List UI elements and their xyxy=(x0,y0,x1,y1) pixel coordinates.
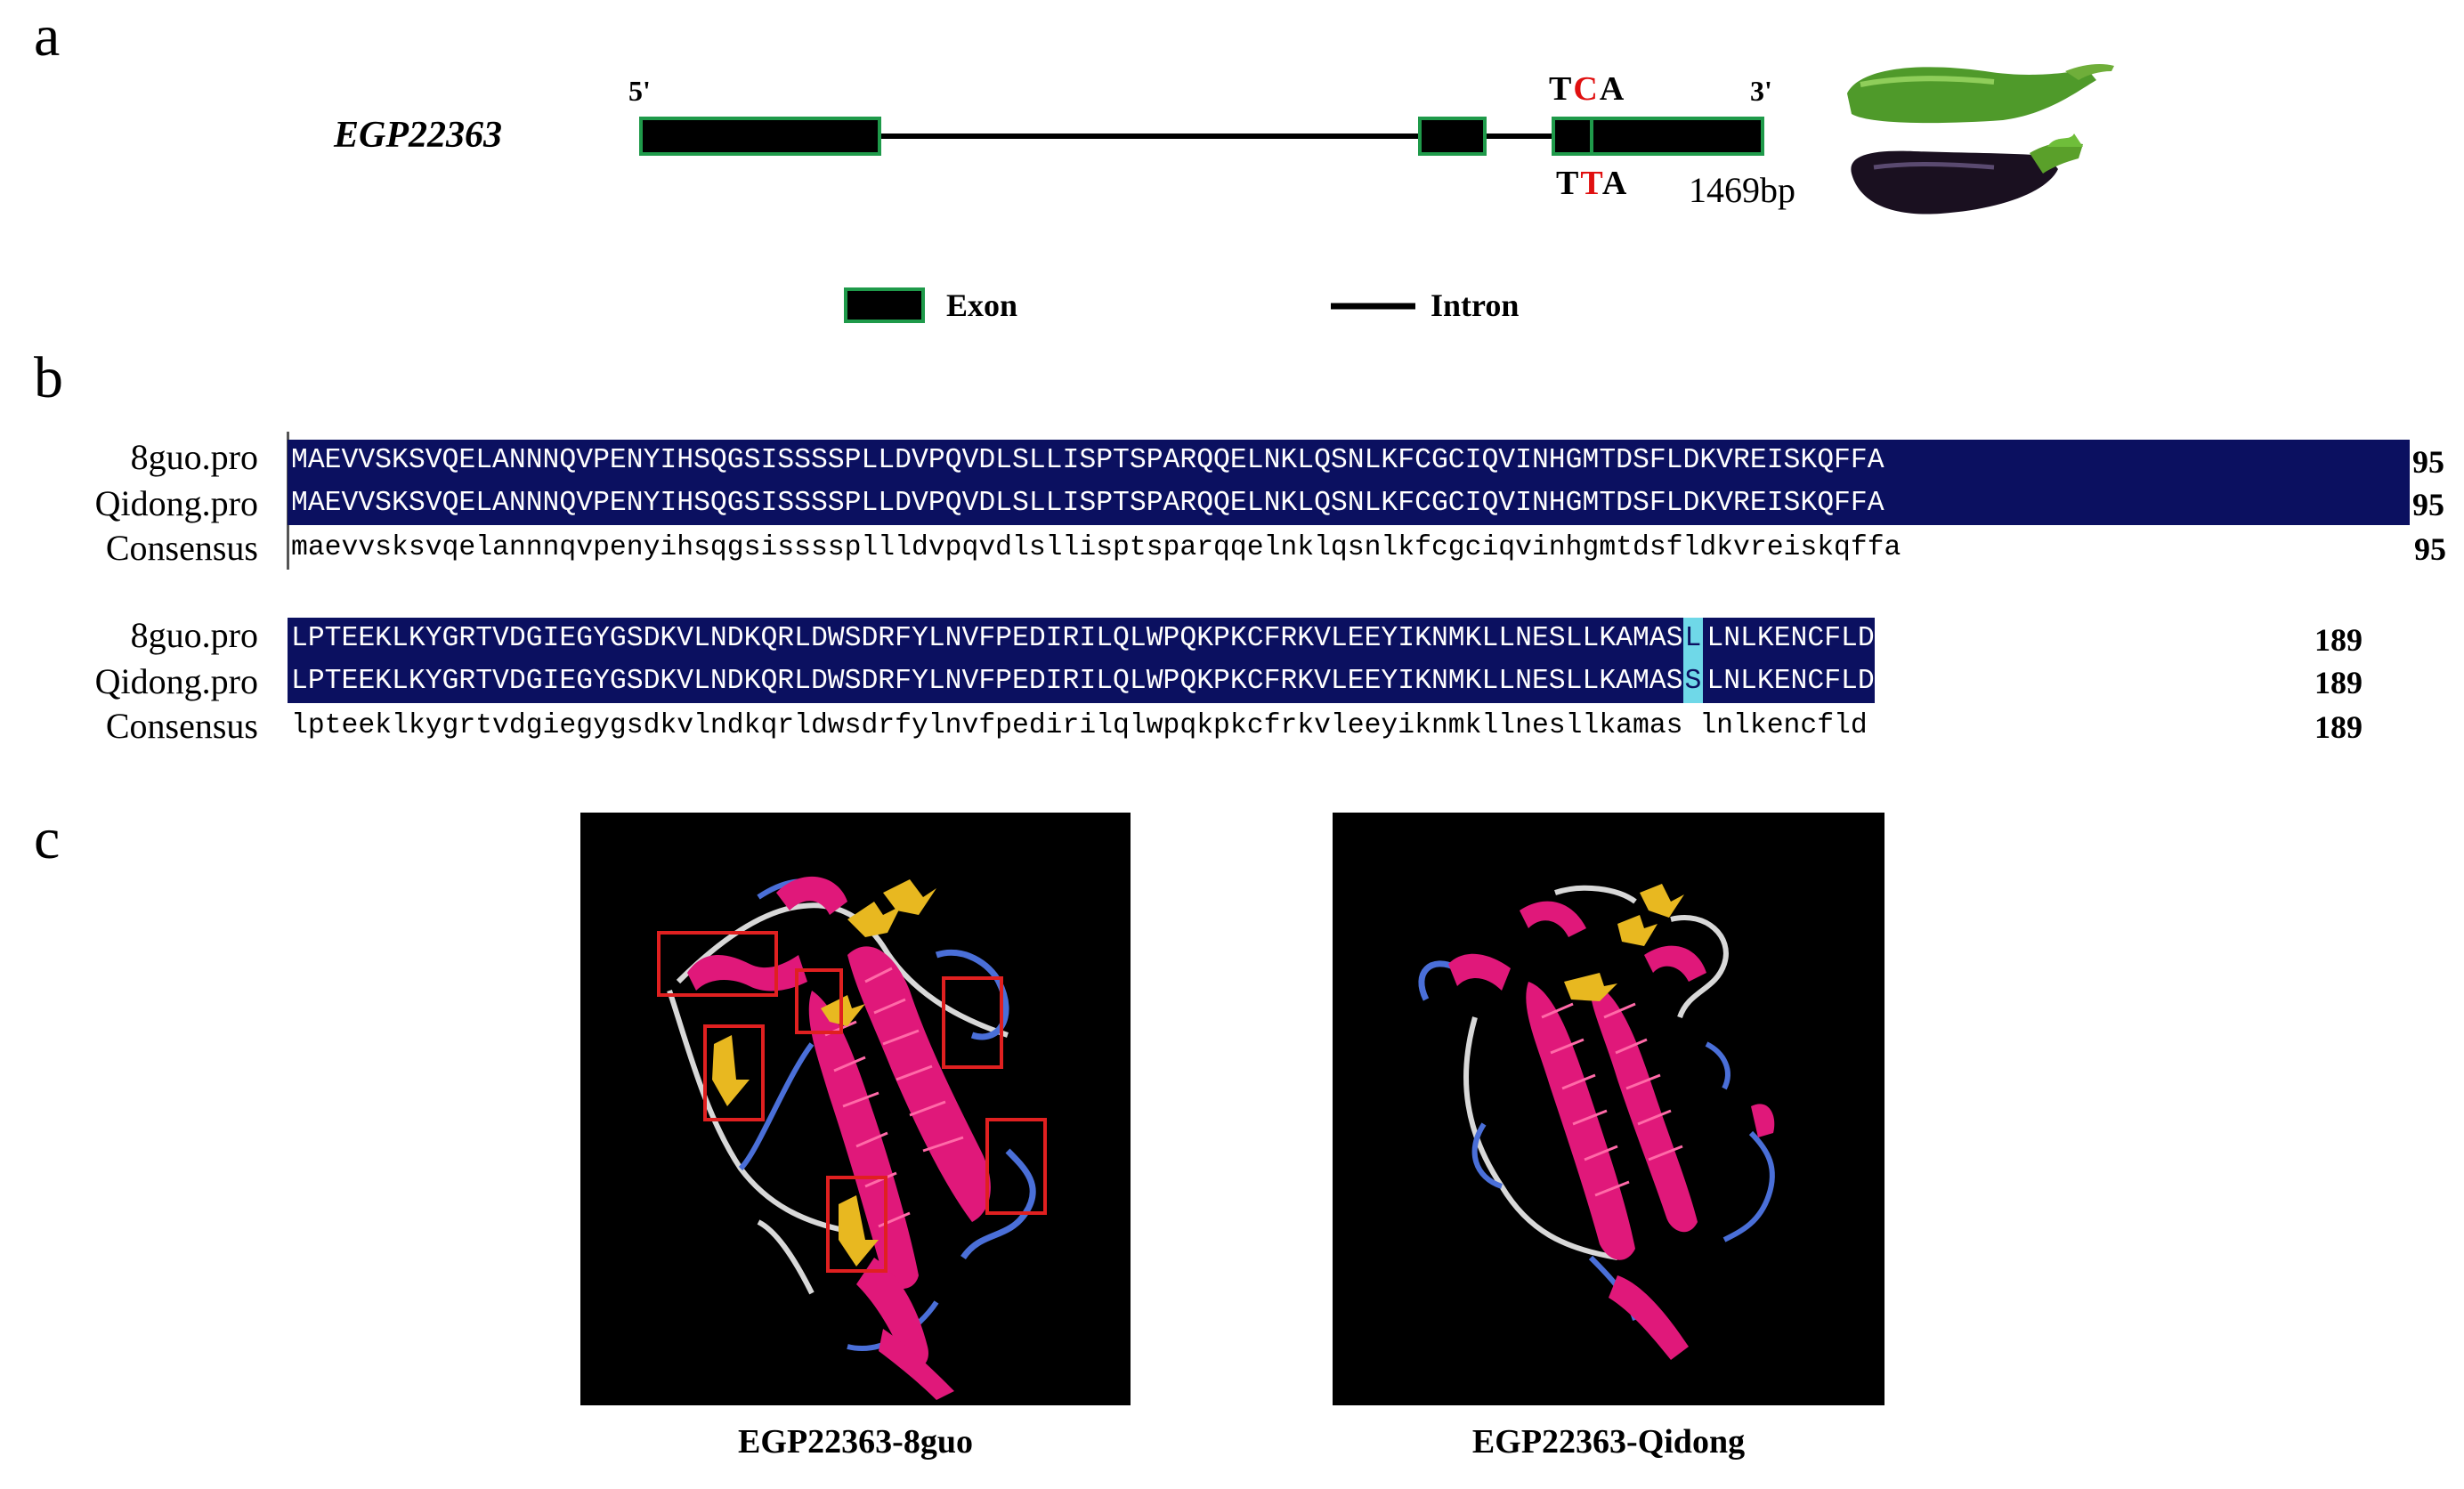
gene-length-label: 1469bp xyxy=(1689,170,1795,210)
block1-name-8guo: 8guo.pro xyxy=(130,437,258,477)
protein-structure-qidong xyxy=(1333,813,1884,1405)
block1-seq-qidong: MAEVVSKSVQELANNNQVPENYIHSQGSISSSSPLLDVPQ… xyxy=(288,482,2410,525)
block2-seq-consensus: lpteeklkygrtvdgiegygsdkvlndkqrldwsdrfyln… xyxy=(291,710,1868,741)
block1-seq-consensus: maevvsksvqelannnqvpenyihsqgsisssspllldvp… xyxy=(291,532,1901,563)
three-prime-label: 3' xyxy=(1750,75,1772,107)
block2-name-qidong: Qidong.pro xyxy=(94,661,258,701)
legend-intron-label: Intron xyxy=(1431,287,1520,323)
exon-2 xyxy=(1418,117,1487,156)
block2-variant-8guo: L xyxy=(1682,618,1704,660)
exon-3 xyxy=(1552,117,1764,156)
gene-structure-diagram xyxy=(639,64,2114,323)
block2-row-qidong: LPTEEKLKYGRTVDGIEGYGSDKVLNDKQRLDWSDRFYLN… xyxy=(288,660,1875,703)
caption-qidong: EGP22363-Qidong xyxy=(1471,1423,1746,1461)
block2-end-consensus: 189 xyxy=(2314,709,2363,745)
block1-end-8guo: 95 xyxy=(2412,444,2444,480)
protein-structure-8guo xyxy=(580,813,1131,1405)
codon-variant: TTA xyxy=(1556,165,1629,202)
panel-a-label: a xyxy=(34,4,61,69)
legend-exon-swatch xyxy=(844,287,925,323)
purple-eggplant-image xyxy=(1851,134,2083,214)
panel-b-label: b xyxy=(34,345,63,410)
block1-name-consensus: Consensus xyxy=(105,528,258,568)
block1-seq-8guo: MAEVVSKSVQELANNNQVPENYIHSQGSISSSSPLLDVPQ… xyxy=(288,440,2410,482)
block2-seq-8guo-a: LPTEEKLKYGRTVDGIEGYGSDKVLNDKQRLDWSDRFYLN… xyxy=(288,618,1683,660)
block2-end-8guo: 189 xyxy=(2314,622,2363,658)
block2-seq-8guo-b: LNLKENCFLD xyxy=(1703,618,1875,660)
block1-end-qidong: 95 xyxy=(2412,487,2444,522)
five-prime-label: 5' xyxy=(628,75,651,107)
block2-variant-qidong: S xyxy=(1682,660,1704,703)
legend-exon-label: Exon xyxy=(946,287,1018,323)
block2-row-8guo: LPTEEKLKYGRTVDGIEGYGSDKVLNDKQRLDWSDRFYLN… xyxy=(288,618,1875,660)
block2-seq-qidong-b: LNLKENCFLD xyxy=(1703,660,1875,703)
exon-1 xyxy=(639,117,881,156)
block1-name-qidong: Qidong.pro xyxy=(94,483,258,523)
gene-name: EGP22363 xyxy=(334,115,502,156)
block2-name-8guo: 8guo.pro xyxy=(130,615,258,655)
caption-8guo: EGP22363-8guo xyxy=(738,1423,973,1461)
panel-c-label: c xyxy=(34,806,61,871)
block2-name-consensus: Consensus xyxy=(105,706,258,746)
block1-end-consensus: 95 xyxy=(2414,531,2446,567)
green-eggplant-image xyxy=(1847,64,2114,124)
codon-reference: TCA xyxy=(1549,70,1626,108)
block2-seq-qidong-a: LPTEEKLKYGRTVDGIEGYGSDKVLNDKQRLDWSDRFYLN… xyxy=(288,660,1683,703)
block2-end-qidong: 189 xyxy=(2314,665,2363,700)
